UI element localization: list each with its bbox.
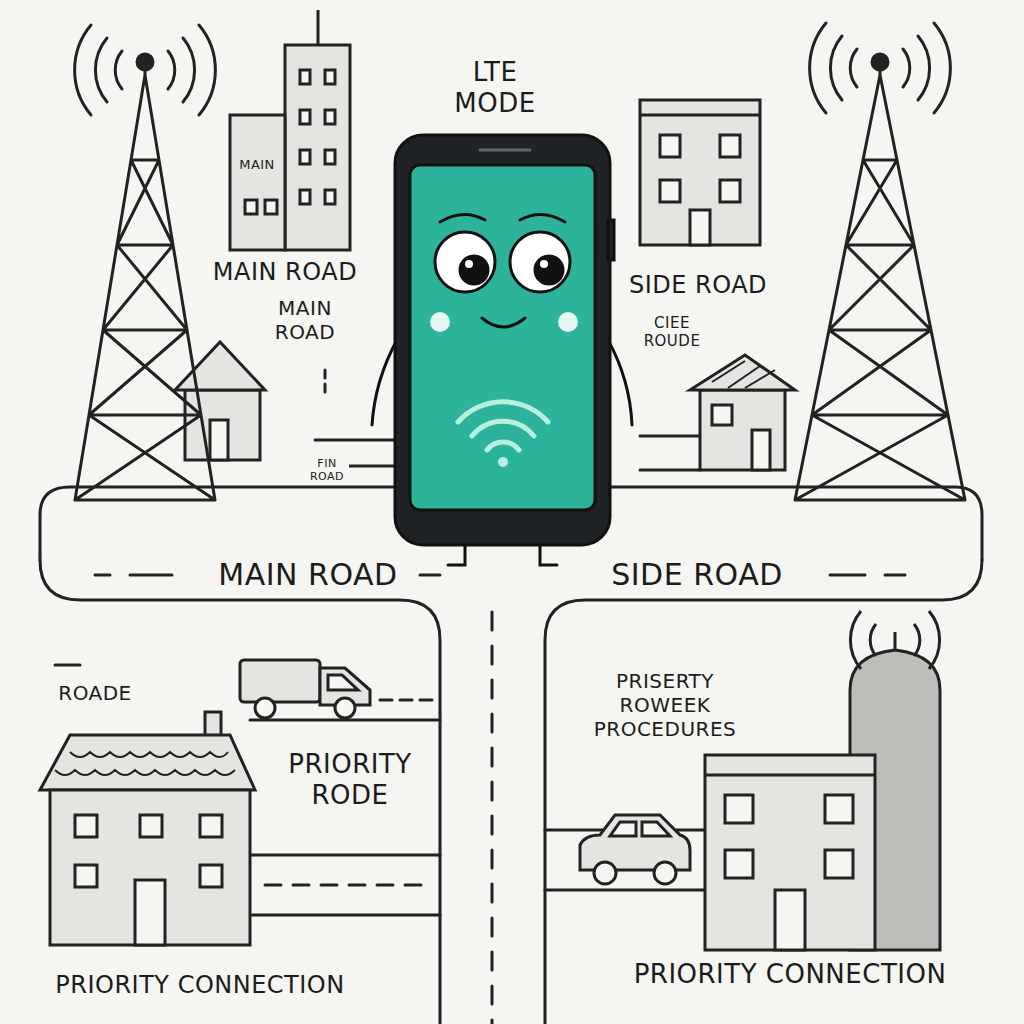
phone-character-part [558,312,578,332]
truck-part [255,698,275,718]
truck-part [335,698,355,718]
right-house-part [752,430,770,470]
road-label: PRIORITY RODE [265,749,435,811]
phone-character-part [498,457,508,467]
phone-character-part [540,260,548,268]
bottom-left-house [40,712,255,945]
bottom-right-building-part [775,890,805,950]
bottom-left-house-part [50,790,250,945]
phone-character-part [435,232,495,292]
bottom-right-building-part [725,795,853,878]
car-part [654,862,676,884]
truck [240,660,370,718]
right-tower [795,23,965,500]
phone-character-part [510,232,570,292]
left-house-part [210,420,228,460]
road-label: MAIN ROAD [213,258,357,287]
roads-part [250,855,440,915]
main-building-part [245,200,277,214]
right-house-part [712,405,732,425]
right-tower-part [795,57,965,500]
phone-character-part [440,214,565,222]
road-name: SIDE ROAD [611,557,783,593]
right-building-part [690,210,710,245]
phone-character-part [480,149,530,152]
right-house [690,355,795,470]
title-text: LTE MODE [445,57,545,119]
right-house-part [700,390,785,470]
road-label: MAIN ROAD [265,296,345,344]
phone-character-part [430,312,450,332]
left-house-part [185,390,260,460]
car-part [610,822,670,836]
left-tower-part [75,25,216,115]
road-label: ROADE [58,681,132,705]
road-name: MAIN ROAD [218,557,397,593]
right-building-part [640,114,760,117]
roads-part [265,884,430,887]
roads-part [491,612,494,1024]
left-house [175,342,265,460]
phone-character-part [410,165,595,510]
main-building [230,10,350,250]
roads-part [545,560,982,1024]
right-house-part [712,361,775,388]
car [580,815,690,884]
left-house-part [175,342,265,390]
main-building-part [300,70,335,204]
roads-part [380,699,435,702]
phone-character-part [535,256,563,284]
left-tower-part [137,54,153,70]
bottom-right-building [705,755,875,950]
car-part [594,862,616,884]
bottom-right-building-part [705,755,875,950]
bottom-left-house-part [135,880,165,945]
bottom-left-house-part [55,752,235,775]
left-tower-part [75,57,215,500]
right-building [640,100,760,245]
phone-character-part [460,256,488,284]
right-house-part [690,355,795,390]
main-building-part [317,10,320,45]
connection-label: PRIORITY CONNECTION [55,971,344,1000]
bottom-right-building-part [705,774,875,777]
phone-character-part [482,318,525,327]
note-label: PRISERTY ROWEEK PROCEDURES [580,669,750,741]
right-tower-part [810,23,951,113]
roads-part [40,560,440,1024]
phone-character-part [458,402,548,450]
phone-character-part [608,220,614,260]
phone-character [372,135,632,565]
cylinder-tower-part [850,611,939,669]
bottom-left-house-part [40,735,255,790]
phone-character-part [465,260,473,268]
bottom-left-house-part [75,815,222,887]
cylinder-tower-part [894,632,897,650]
main-building-part [230,115,285,250]
road-label: FIN ROAD [305,456,349,484]
phone-character-part [395,135,610,545]
roads-part [95,574,905,577]
building-sign: MAIN [239,157,275,173]
roads-part [324,370,327,392]
car-part [580,815,690,870]
truck-part [240,660,320,702]
roads-part [55,664,80,667]
main-building-part [285,45,350,250]
road-label: CIEE ROUDE [640,314,705,350]
right-building-part [640,100,760,245]
right-building-part [660,135,740,202]
roads-part [640,436,700,470]
left-tower [75,25,216,500]
truck-part [328,675,358,690]
road-label: SIDE ROAD [629,271,767,300]
right-tower-part [872,54,888,70]
connection-label: PRIORITY CONNECTION [634,959,947,990]
